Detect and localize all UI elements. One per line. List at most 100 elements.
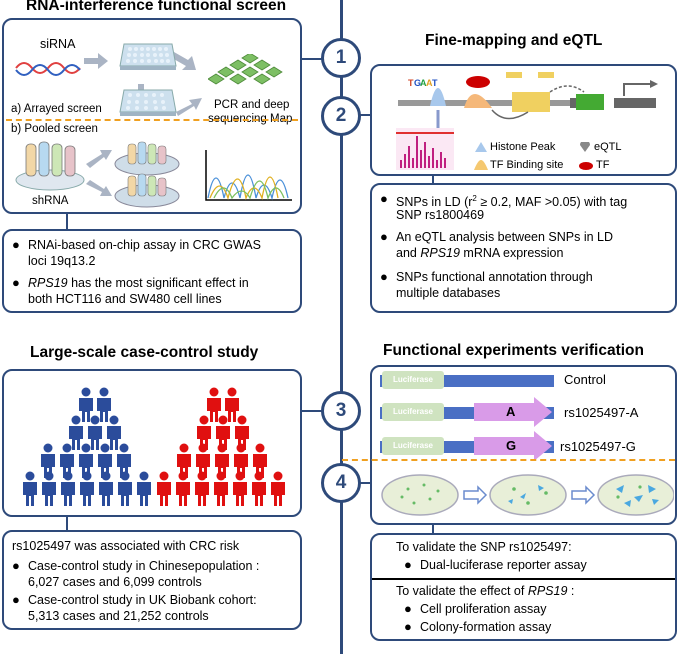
tf-legend-icon — [579, 162, 593, 170]
bullet-dot: ● — [404, 601, 412, 616]
construct-label-control: Control — [564, 372, 606, 387]
casecontrol-bullet-1-line1: Case-control study in Chinesepopulation … — [28, 559, 260, 573]
functional-connector — [432, 525, 434, 534]
allele-a-label: A — [506, 404, 516, 419]
arrayed-screen-label: a) Arrayed screen — [11, 103, 102, 115]
timeline-line — [340, 0, 343, 654]
functional-figure-panel: Luciferase Control Luciferase A rs102549… — [342, 365, 677, 525]
casecontrol-connector — [66, 517, 68, 531]
bullet-dot: ● — [380, 191, 388, 206]
validate-gene-pre: To validate the effect of — [396, 584, 528, 598]
bullet-dot: ● — [12, 237, 20, 252]
rps19-gene: RPS19 — [28, 276, 68, 290]
svg-text:T: T — [408, 78, 414, 88]
allele-g-arrow — [474, 431, 552, 461]
eqtl-legend-icon — [580, 142, 590, 152]
connector-1 — [302, 58, 322, 60]
finemap-bullet-3-line1: SNPs functional annotation through — [396, 270, 593, 284]
legend-eqtl: eQTL — [594, 141, 622, 153]
histone-peak-legend-icon — [475, 142, 487, 152]
rnai-bullet-2-line2: both HCT116 and SW480 cell lines — [28, 292, 222, 306]
ld-sup: 2 — [472, 194, 477, 203]
eqtl-pre: and — [396, 246, 421, 260]
luciferase-box-control: Luciferase — [382, 371, 444, 389]
sirna-label: siRNA — [40, 37, 76, 51]
svg-text:G: G — [414, 78, 421, 88]
rnai-results-panel: ● RNAi-based on-chip assay in CRC GWAS l… — [2, 229, 302, 313]
connector-2 — [360, 114, 372, 116]
rps19-gene: RPS19 — [527, 584, 568, 598]
legend-tfbs: TF Binding site — [490, 159, 564, 171]
bullet-dot: ● — [404, 557, 412, 572]
casecontrol-title: Large-scale case-control study — [30, 344, 259, 361]
casecontrol-figure-panel — [2, 369, 302, 517]
tf-binding-site-legend-icon — [474, 160, 488, 170]
casecontrol-header: rs1025497 was associated with CRC risk — [12, 539, 240, 553]
pcr-label-1: PCR and deep — [214, 99, 290, 111]
allele-g-label: G — [506, 438, 517, 453]
shrna-pool-icon — [15, 141, 85, 191]
ld-pre: SNPs in LD (r — [396, 195, 473, 210]
pooled-arrows — [86, 150, 112, 196]
culture-dish-icon — [114, 141, 180, 176]
sequencing-peaks-icon — [205, 150, 292, 201]
casecontrol-bullet-2-line1: Case-control study in UK Biobank cohort: — [28, 593, 257, 607]
svg-text:T: T — [432, 78, 438, 88]
bullet-dot: ● — [12, 275, 20, 290]
step-4-badge: 4 — [321, 463, 361, 503]
legend-tf: TF — [596, 159, 610, 171]
svg-text:A: A — [420, 78, 427, 88]
well-plate-icon — [119, 43, 177, 70]
functional-title: Functional experiments verification — [383, 342, 644, 359]
finemap-figure-panel: T G A A T Histone — [370, 64, 677, 176]
luciferase-box-a: Luciferase — [382, 403, 444, 421]
finemap-title: Fine-mapping and eQTL — [425, 32, 603, 49]
control-population-red — [157, 387, 285, 506]
rnai-connector — [66, 214, 68, 230]
connector-4 — [360, 482, 372, 484]
legend-histone: Histone Peak — [490, 141, 556, 153]
rnai-title: RNA-interference functional screen — [26, 0, 287, 14]
functional-results-panel: To validate the SNP rs1025497: ● Dual-lu… — [370, 533, 677, 641]
eqtl-post: mRNA expression — [459, 246, 564, 260]
sirna-icon — [15, 62, 81, 76]
culture-dish-icon-2 — [114, 173, 180, 208]
construct-label-g: rs1025497-G — [560, 439, 636, 454]
rnai-bullet-1-line1: RNAi-based on-chip assay in CRC GWAS — [28, 238, 261, 252]
well-plate-icon-2 — [119, 89, 177, 116]
functional-divider — [342, 459, 675, 461]
finemap-bullet-2-line1: An eQTL analysis between SNPs in LD — [396, 230, 614, 244]
bullet-dot: ● — [404, 619, 412, 634]
construct-label-a: rs1025497-A — [564, 405, 639, 420]
rnai-figure-panel: siRNA a) Arra — [2, 18, 302, 214]
finemap-results-panel: ● SNPs in LD (r2 ≥ 0.2, MAF >0.05) with … — [370, 183, 677, 313]
bullet-dot: ● — [12, 558, 20, 573]
bullet-dot: ● — [380, 229, 388, 244]
finemap-connector — [432, 176, 434, 184]
finemap-bullet-1-line2: SNP rs1800469 — [396, 208, 485, 222]
validate-gene-post: : — [567, 584, 575, 598]
pooled-screen-label: b) Pooled screen — [11, 123, 98, 135]
luciferase-box-g: Luciferase — [382, 437, 444, 455]
validate-snp-heading: To validate the SNP rs1025497: — [396, 540, 572, 554]
rnai-bullet-2-line1: has the most significant effect in — [67, 276, 249, 290]
validate-gene-heading: To validate the effect of RPS19 : — [396, 583, 574, 599]
case-population-blue — [23, 387, 151, 506]
connector-3 — [302, 410, 322, 412]
allele-a-arrow — [474, 397, 552, 427]
population-figure — [23, 387, 285, 506]
rps19-gene: RPS19 — [420, 246, 460, 260]
ld-post: ≥ 0.2, MAF >0.05) with tag — [476, 195, 628, 210]
bullet-dot: ● — [380, 269, 388, 284]
casecontrol-results-panel: rs1025497 was associated with CRC risk ●… — [2, 530, 302, 630]
casecontrol-bullet-1-line2: 6,027 cases and 6,099 controls — [28, 575, 202, 589]
step-2-badge: 2 — [321, 96, 361, 136]
gene-bullet-1-text: Cell proliferation assay — [420, 602, 547, 616]
validate-divider — [372, 578, 675, 580]
sequencing-map-icon — [208, 54, 283, 85]
colony-dishes — [381, 474, 674, 516]
bullet-dot: ● — [12, 592, 20, 607]
casecontrol-bullet-2-line2: 5,313 cases and 21,252 controls — [28, 609, 209, 623]
validate-snp-bullet-text: Dual-luciferase reporter assay — [420, 558, 587, 572]
svg-text:A: A — [426, 78, 433, 88]
